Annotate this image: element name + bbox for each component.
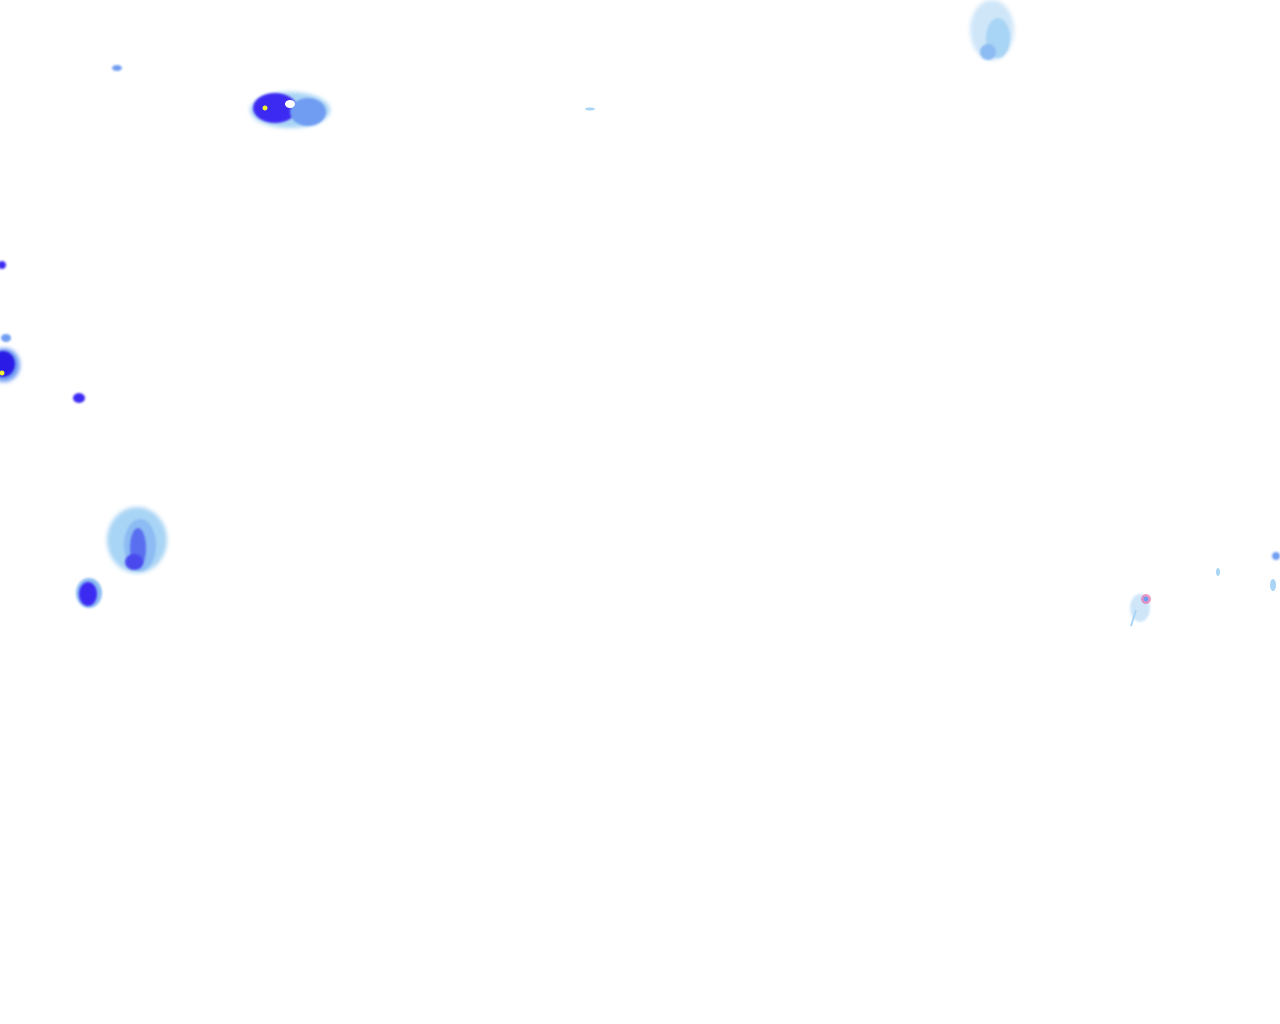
echo-north-west <box>250 92 330 128</box>
echo-east <box>1130 594 1151 627</box>
echo-north-east <box>970 0 1014 60</box>
echo-south-west-small <box>76 578 102 608</box>
echo-specks <box>0 65 1280 591</box>
echo-west-edge <box>0 334 20 382</box>
echo-south-west <box>107 507 167 573</box>
